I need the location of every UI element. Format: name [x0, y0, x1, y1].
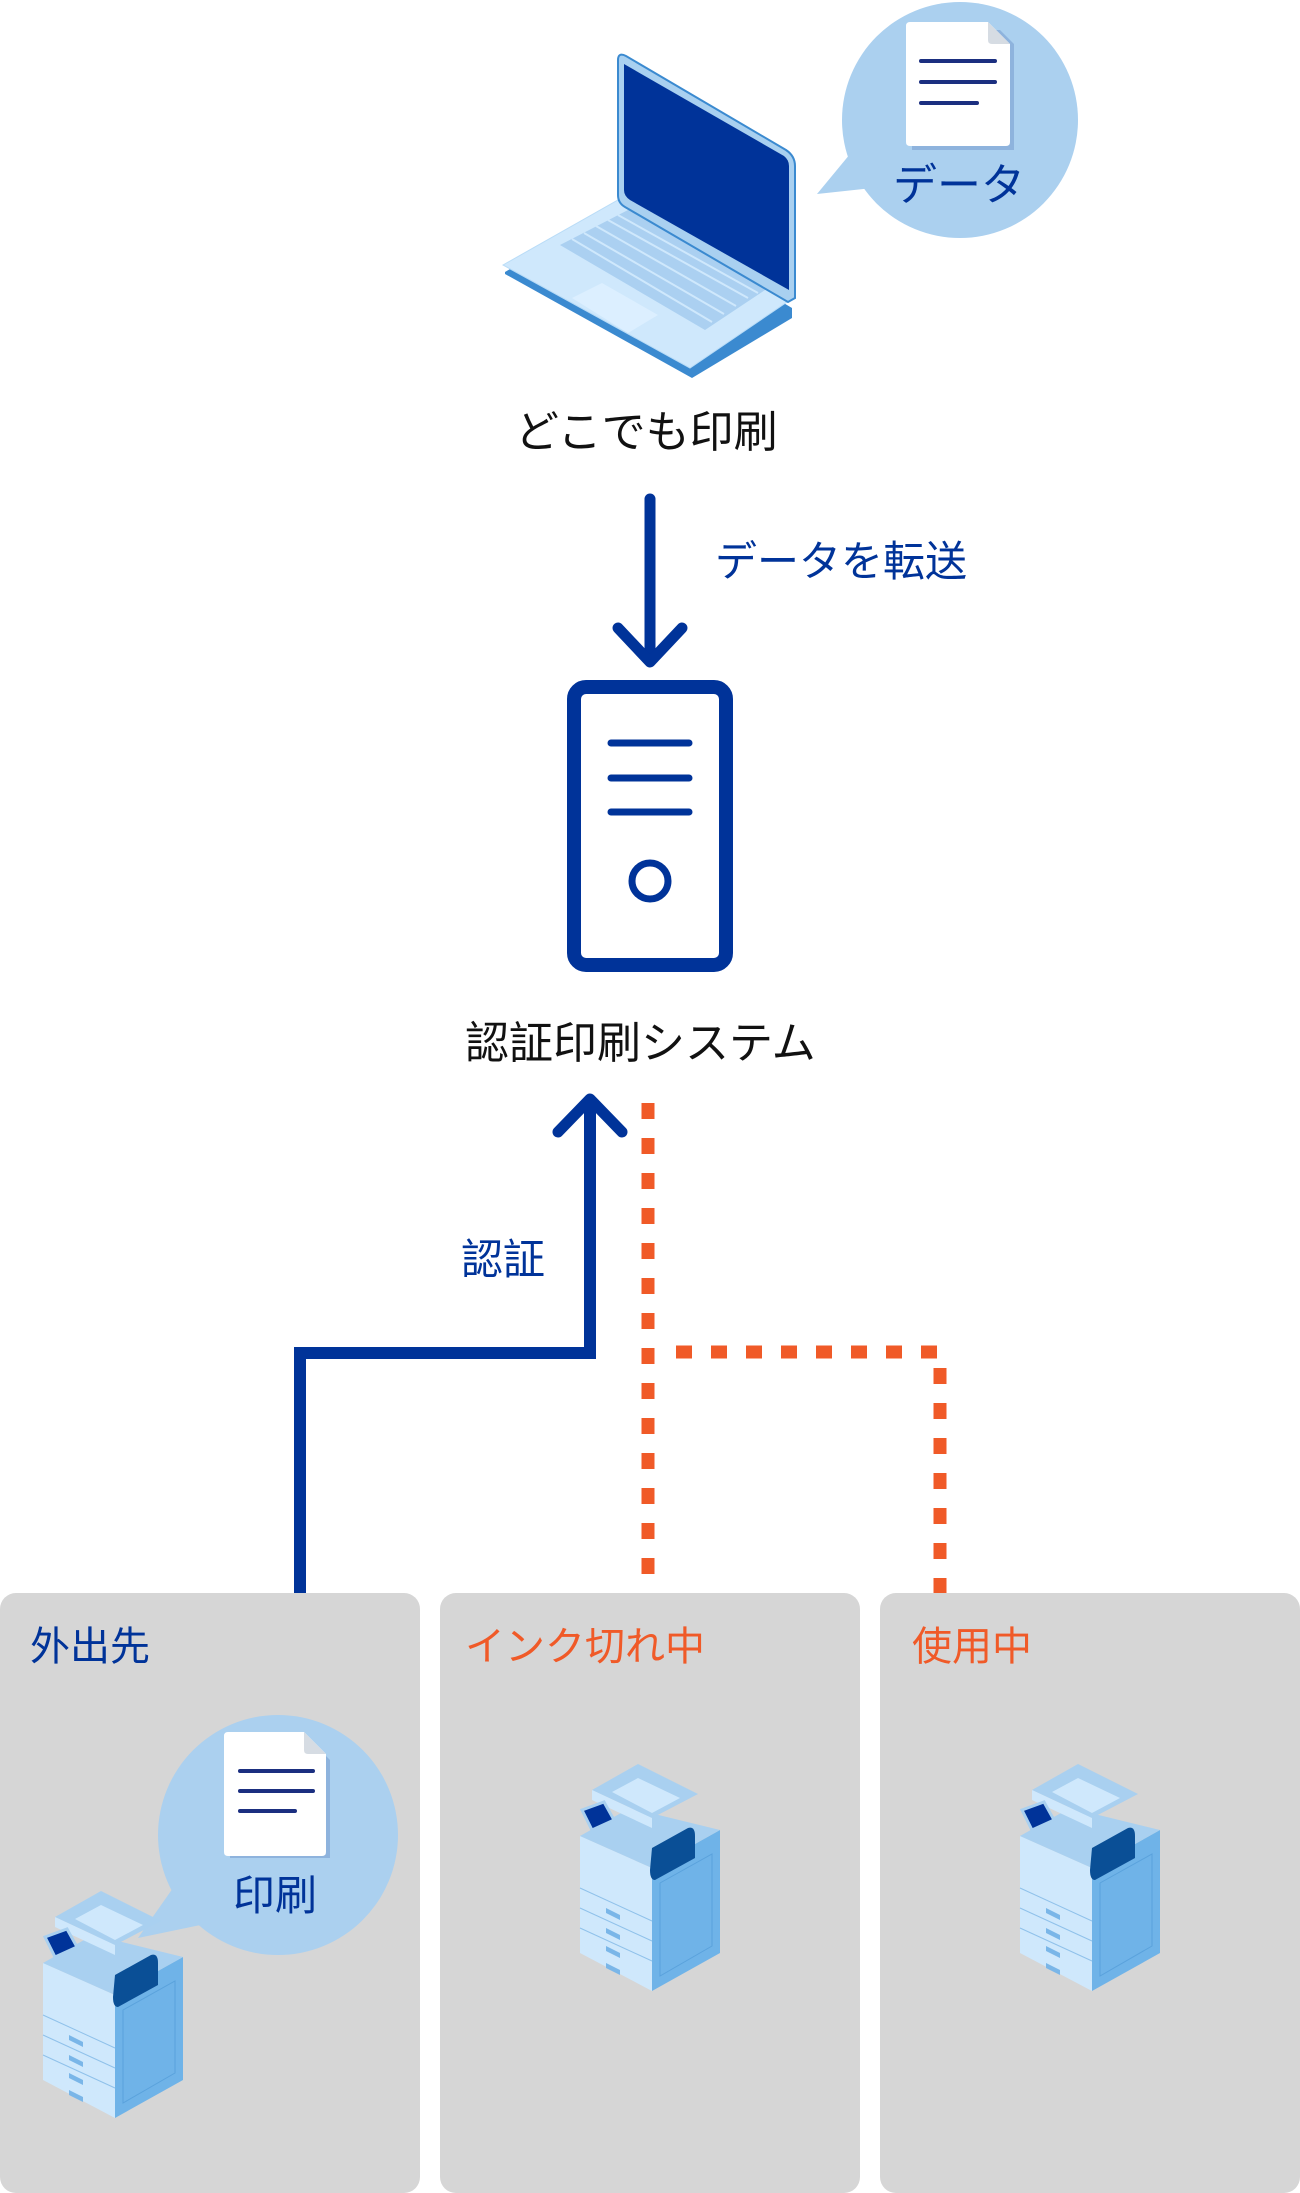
printer-card-title: 使用中 — [912, 1624, 1032, 1670]
transfer-label: データを転送 — [715, 537, 968, 586]
printer-icon — [42, 1891, 183, 2118]
printer-card-in-use: 使用中 — [880, 1593, 1300, 2193]
transfer-arrow-icon — [612, 493, 688, 668]
printer-icon — [1019, 1764, 1160, 1991]
auth-label: 認証 — [461, 1235, 546, 1284]
printer-icon — [579, 1764, 720, 1991]
print-bubble-label: 印刷 — [233, 1871, 318, 1920]
laptop-icon — [501, 53, 796, 378]
print-speech-bubble — [138, 1715, 398, 1955]
printer-card-ink-out: インク切れ中 — [440, 1593, 860, 2193]
data-speech-bubble — [817, 2, 1078, 238]
anywhere-print-caption: どこでも印刷 — [515, 407, 778, 458]
auth-print-system-caption: 認証印刷システム — [465, 1018, 816, 1069]
server-icon — [567, 680, 733, 972]
unavailable-flow-arrow — [612, 1103, 976, 1678]
auth-up-arrowhead — [552, 1093, 628, 1138]
printer-card-title: 外出先 — [30, 1624, 150, 1670]
printer-card-remote: 外出先 印刷 — [0, 1593, 420, 2193]
data-bubble-label: データ — [893, 160, 1025, 211]
printer-card-title: インク切れ中 — [465, 1624, 705, 1670]
